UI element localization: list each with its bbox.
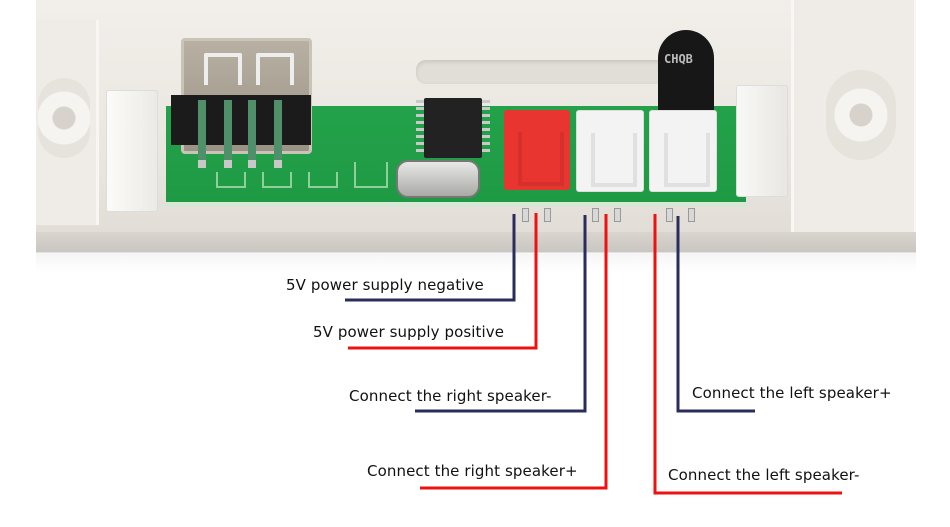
- label-power-positive: 5V power supply positive: [313, 323, 505, 341]
- leader-right-speaker-negative: [415, 215, 587, 413]
- power-connector: [504, 110, 570, 190]
- retaining-clip-left: [106, 90, 158, 212]
- mounting-boss-left: [38, 78, 90, 158]
- leader-left-speaker-positive: [676, 216, 755, 413]
- label-right-speaker-negative: Connect the right speaker-: [349, 387, 552, 405]
- leader-right-speaker-positive: [420, 214, 608, 490]
- ic-chip: [424, 98, 482, 158]
- board-photo: CHQB: [36, 0, 916, 272]
- usb-port-housing: [171, 95, 311, 145]
- enclosure-slot: [416, 60, 706, 84]
- enclosure-lip: [36, 232, 916, 272]
- voltage-regulator: CHQB: [658, 30, 714, 110]
- leader-power-positive: [348, 213, 538, 350]
- leader-power-negative: [345, 214, 516, 302]
- leader-left-speaker-negative: [653, 214, 842, 495]
- label-power-negative: 5V power supply negative: [286, 276, 484, 294]
- retaining-clip-right: [736, 85, 788, 197]
- mounting-boss-right: [826, 70, 896, 160]
- crystal-oscillator: [396, 160, 480, 198]
- right-speaker-connector: [576, 110, 644, 192]
- regulator-marking: CHQB: [664, 52, 693, 66]
- left-speaker-connector: [649, 110, 717, 192]
- label-left-speaker-positive: Connect the left speaker+: [692, 384, 892, 402]
- label-left-speaker-negative: Connect the left speaker-: [668, 466, 860, 484]
- label-right-speaker-positive: Connect the right speaker+: [367, 462, 578, 480]
